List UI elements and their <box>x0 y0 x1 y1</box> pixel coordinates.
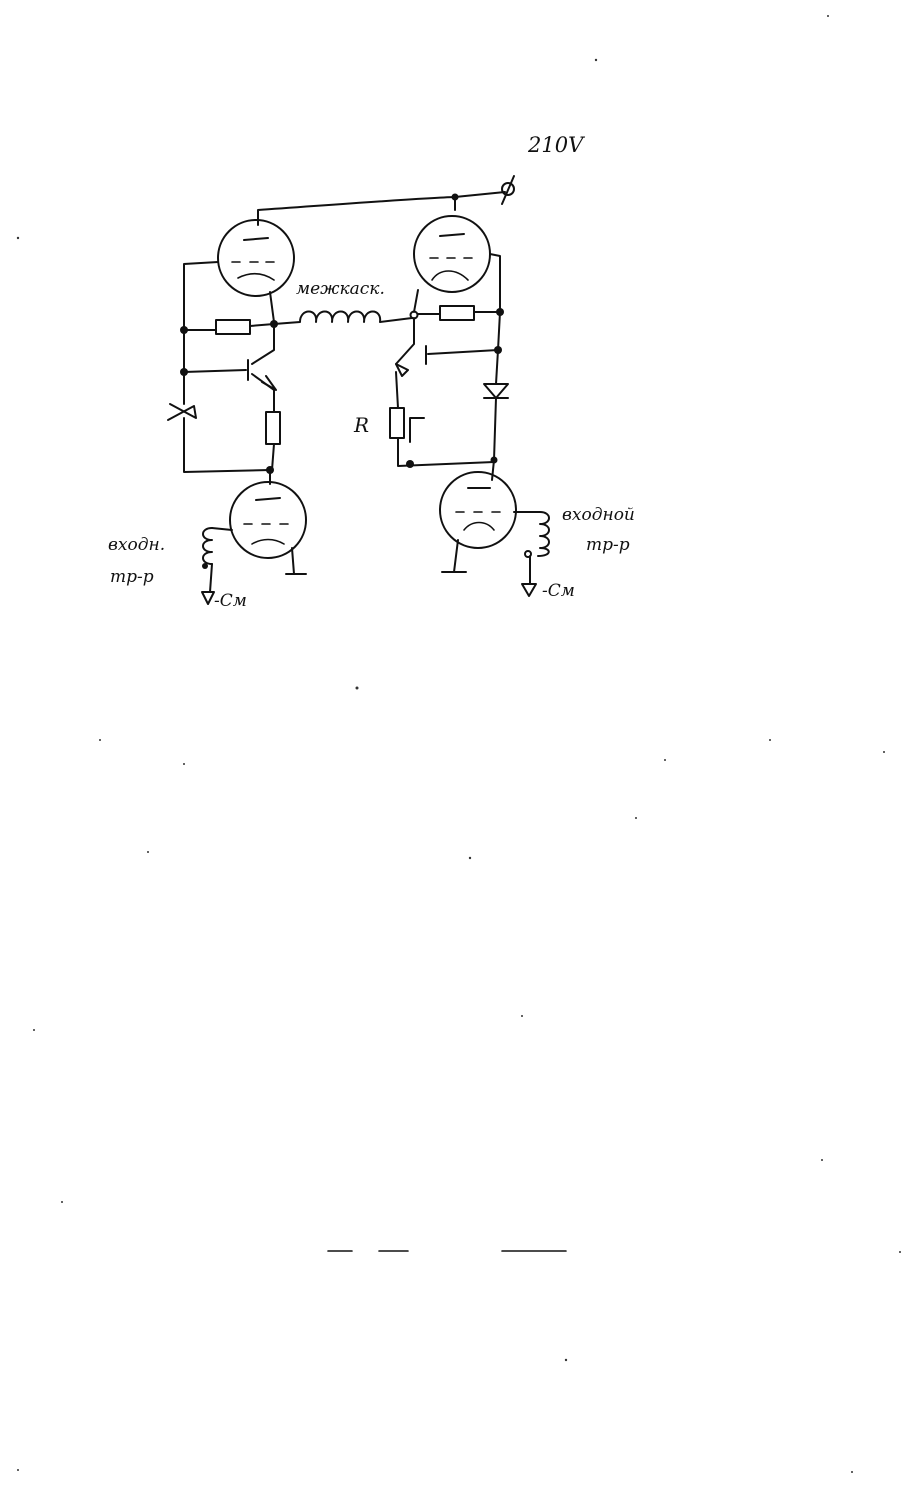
left-input-label-1: входн. <box>108 535 165 555</box>
scan-specks <box>16 15 901 1473</box>
right-bias-label: -См <box>542 581 575 601</box>
interstage-choke <box>273 310 413 325</box>
left-input-label-2: тр-р <box>110 567 154 587</box>
right-input-transformer <box>521 511 550 597</box>
tube-lower-left <box>211 481 307 575</box>
right-input-label-1: входной <box>562 505 635 525</box>
left-network <box>167 319 281 485</box>
tube-upper-right <box>413 215 501 313</box>
supply-terminal-symbol <box>501 175 515 205</box>
supply-voltage-label: 210V <box>527 133 585 157</box>
resistor-label: R <box>353 413 369 437</box>
left-input-transformer <box>201 527 215 605</box>
right-input-label-2: тр-р <box>586 535 630 555</box>
choke-label: межкаск. <box>296 279 385 299</box>
tube-lower-right <box>439 459 541 573</box>
left-bias-label: -См <box>214 591 247 611</box>
right-network <box>389 305 509 468</box>
tube-upper-left <box>183 219 295 331</box>
supply-rail <box>257 191 506 226</box>
